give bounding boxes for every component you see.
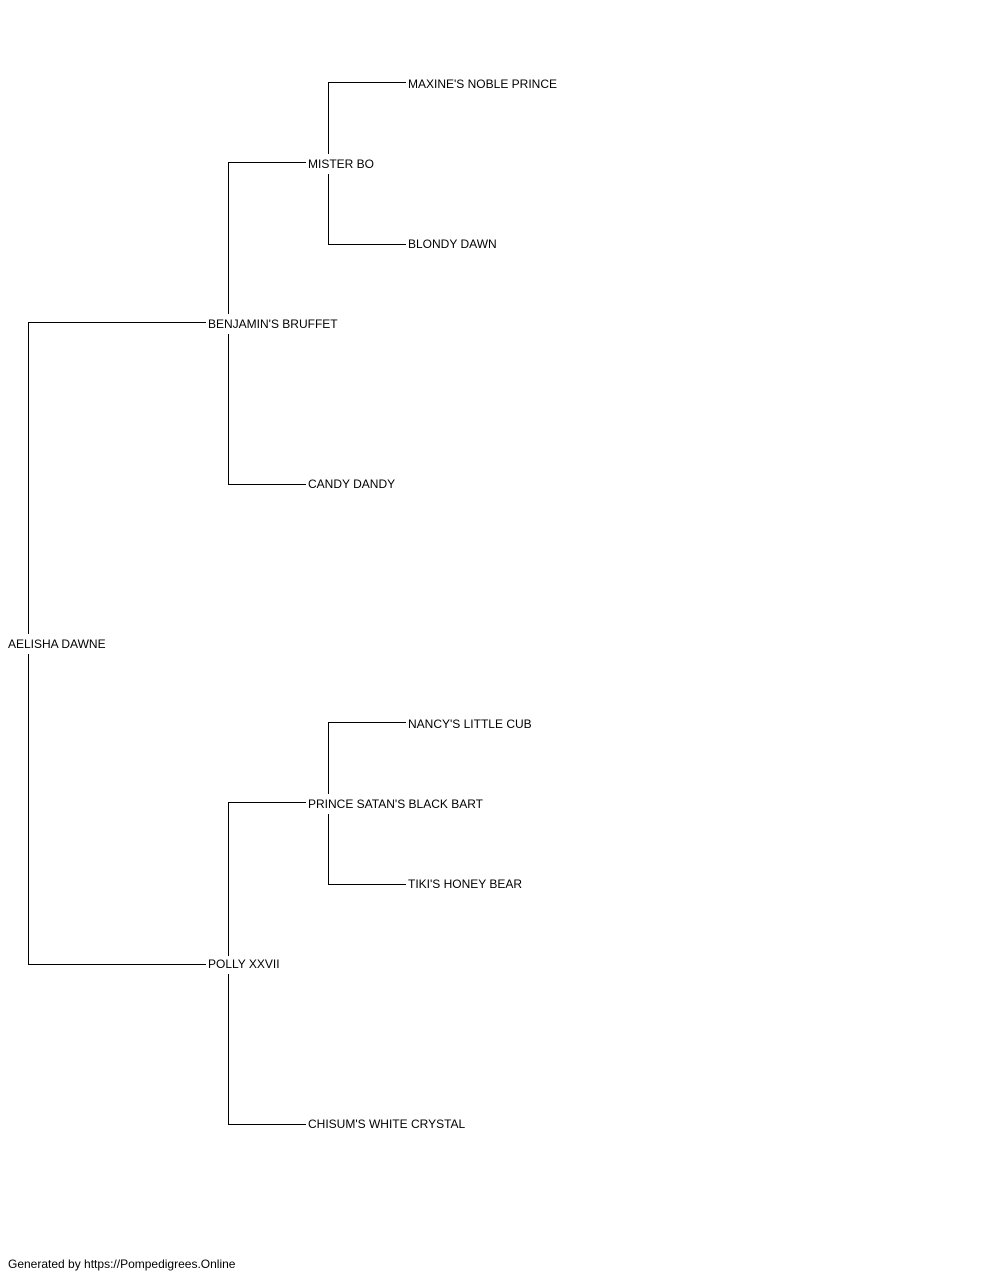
- dam-sire-sire-name: NANCY'S LITTLE CUB: [408, 717, 532, 731]
- sire-dam-name: CANDY DANDY: [308, 477, 395, 491]
- connector-sire-sire-sire: [328, 82, 406, 154]
- connector-subject-sire: [28, 322, 206, 634]
- dam-sire-dam-name: TIKI'S HONEY BEAR: [408, 877, 522, 891]
- dam-sire-name: PRINCE SATAN'S BLACK BART: [308, 797, 484, 811]
- connector-dam-dam: [228, 974, 306, 1125]
- connector-sire-sire-dam: [328, 174, 406, 245]
- generated-by-footer: Generated by https://Pompedigrees.Online: [8, 1257, 236, 1271]
- sire-name: BENJAMIN'S BRUFFET: [208, 317, 338, 331]
- connector-sire-dam: [228, 334, 306, 485]
- dam-name: POLLY XXVII: [208, 957, 280, 971]
- connector-sire-sire: [228, 162, 306, 314]
- sire-sire-sire-name: MAXINE'S NOBLE PRINCE: [408, 77, 557, 91]
- connector-dam-sire-sire: [328, 722, 406, 794]
- connector-subject-dam: [28, 654, 206, 965]
- connector-dam-sire: [228, 802, 306, 956]
- sire-sire-dam-name: BLONDY DAWN: [408, 237, 497, 251]
- connector-dam-sire-dam: [328, 814, 406, 885]
- sire-sire-name: MISTER BO: [308, 157, 374, 171]
- subject-name: AELISHA DAWNE: [8, 637, 106, 651]
- dam-dam-name: CHISUM'S WHITE CRYSTAL: [308, 1117, 466, 1131]
